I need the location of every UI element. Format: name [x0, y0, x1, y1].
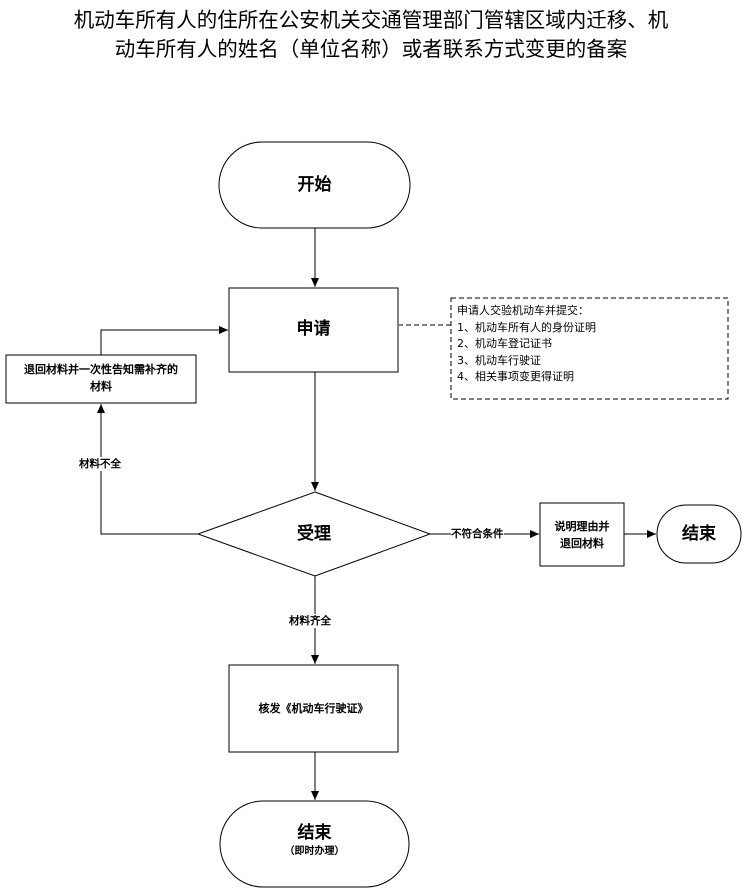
- edge-return-apply: [100, 326, 228, 355]
- apply-node: [228, 287, 399, 373]
- return-materials-line-2: 材料: [90, 380, 112, 393]
- end-bottom-line-2: （即时办理）: [284, 846, 345, 857]
- return-materials-label: 退回材料并一次性告知需补齐的 材料: [6, 361, 196, 395]
- title-line-1: 机动车所有人的住所在公安机关交通管理部门管辖区域内迁移、机: [73, 8, 669, 32]
- return-materials-node: [5, 354, 197, 404]
- note-item: 2、机动车登记证书: [457, 337, 552, 350]
- note-item: 4、相关事项变更得证明: [457, 370, 574, 383]
- explain-return-line-1: 说明理由并: [554, 520, 610, 533]
- note-text: 申请人交验机动车并提交： 1、机动车所有人的身份证明 2、机动车登记证书 3、机…: [457, 303, 596, 386]
- note-item: 1、机动车所有人的身份证明: [457, 320, 596, 334]
- explain-return-line-2: 退回材料: [560, 537, 604, 550]
- end-bottom-line-1: 结束: [297, 823, 332, 843]
- note-item: 3、机动车行驶证: [457, 353, 541, 367]
- note-box: [450, 297, 729, 400]
- edge-label-not-qualified: 不符合条件: [451, 527, 504, 541]
- note-heading: 申请人交验机动车并提交：: [457, 304, 589, 317]
- end-bottom-node: [219, 800, 410, 888]
- end-bottom-label: 结束 （即时办理）: [220, 822, 409, 860]
- issue-node: [228, 664, 399, 753]
- end-right-node: [656, 504, 742, 564]
- explain-return-node: [539, 502, 625, 567]
- diagram-title: 机动车所有人的住所在公安机关交通管理部门管辖区域内迁移、机 动车所有人的姓名（单…: [0, 6, 742, 64]
- edge-label-complete: 材料齐全: [289, 614, 331, 628]
- edge-label-incomplete: 材料不全: [79, 457, 121, 471]
- issue-label: 核发《机动车行驶证》: [258, 702, 369, 715]
- apply-label: 申请: [296, 319, 331, 339]
- start-label: 开始: [297, 175, 332, 195]
- title-line-2: 动车所有人的姓名（单位名称）或者联系方式变更的备案: [114, 37, 628, 61]
- end-right-label: 结束: [682, 524, 716, 544]
- return-materials-line-1: 退回材料并一次性告知需补齐的: [24, 363, 178, 376]
- accept-label: 受理: [297, 524, 331, 544]
- explain-return-label: 说明理由并 退回材料: [540, 518, 624, 552]
- edge-accept-return: [97, 404, 198, 535]
